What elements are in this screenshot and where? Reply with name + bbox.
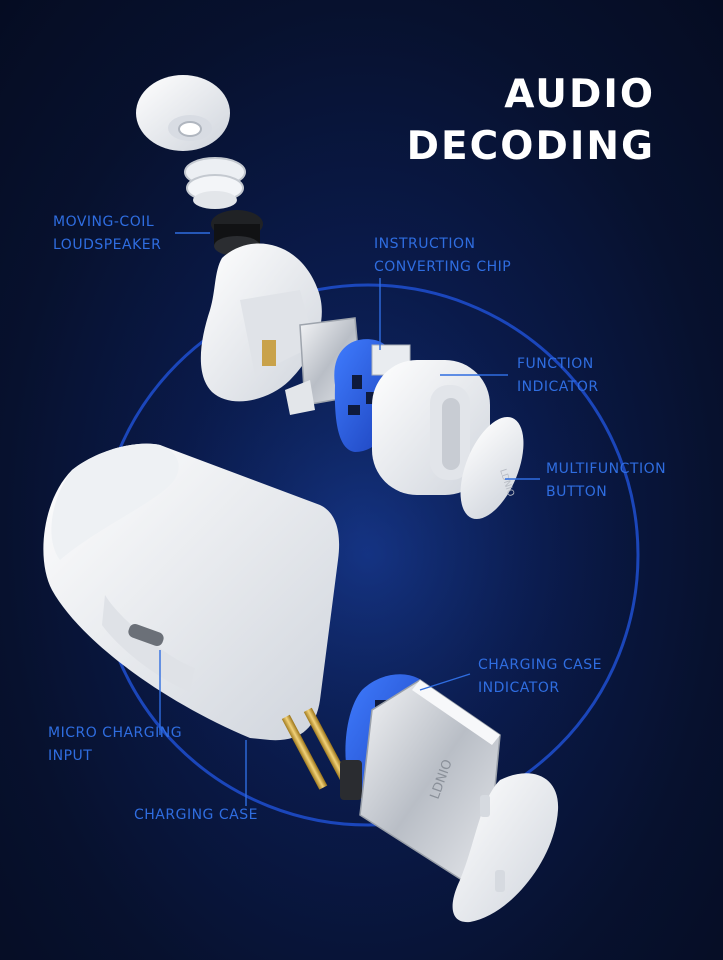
earbud-shell bbox=[200, 243, 322, 402]
label-line: MOVING-COIL bbox=[53, 214, 155, 230]
ear-tip bbox=[136, 75, 230, 151]
label-line: FUNCTION bbox=[517, 356, 594, 372]
micro-usb-port bbox=[128, 623, 164, 647]
multifunction-button-disc: LDNIO bbox=[460, 416, 524, 520]
headline-line-1: AUDIO bbox=[504, 72, 655, 117]
label-line: MULTIFUNCTION bbox=[546, 461, 667, 477]
label-charging-case: CHARGING CASE bbox=[134, 804, 258, 827]
nozzle-rings bbox=[184, 157, 246, 209]
label-line: CHARGING CASE bbox=[134, 807, 258, 823]
function-indicator-housing bbox=[372, 360, 490, 495]
label-line: MICRO CHARGING bbox=[48, 725, 183, 741]
label-multifunction-button: MULTIFUNCTION BUTTON bbox=[546, 458, 666, 504]
label-instruction-converting-chip: INSTRUCTION CONVERTING CHIP bbox=[374, 233, 511, 279]
label-line: LOUDSPEAKER bbox=[53, 237, 162, 253]
battery-metal-cover: LDNIO bbox=[359, 679, 501, 884]
label-line: BUTTON bbox=[546, 484, 608, 500]
label-line: INSTRUCTION bbox=[374, 236, 476, 252]
label-line: CONVERTING CHIP bbox=[374, 259, 512, 275]
label-line: INPUT bbox=[48, 748, 93, 764]
leader-lines bbox=[159, 232, 540, 806]
label-line: CHARGING CASE bbox=[478, 657, 602, 673]
headline-line-2: DECODING bbox=[406, 124, 655, 169]
label-micro-charging-input: MICRO CHARGING INPUT bbox=[48, 722, 182, 768]
label-line: INDICATOR bbox=[478, 680, 560, 696]
case-bottom-shell bbox=[452, 773, 559, 923]
label-function-indicator: FUNCTION INDICATOR bbox=[517, 353, 599, 399]
label-line: INDICATOR bbox=[517, 379, 599, 395]
charging-case-body bbox=[43, 443, 340, 741]
pogo-pins bbox=[281, 707, 362, 800]
label-moving-coil-loudspeaker: MOVING-COIL LOUDSPEAKER bbox=[53, 211, 161, 257]
label-charging-case-indicator: CHARGING CASE INDICATOR bbox=[478, 654, 602, 700]
